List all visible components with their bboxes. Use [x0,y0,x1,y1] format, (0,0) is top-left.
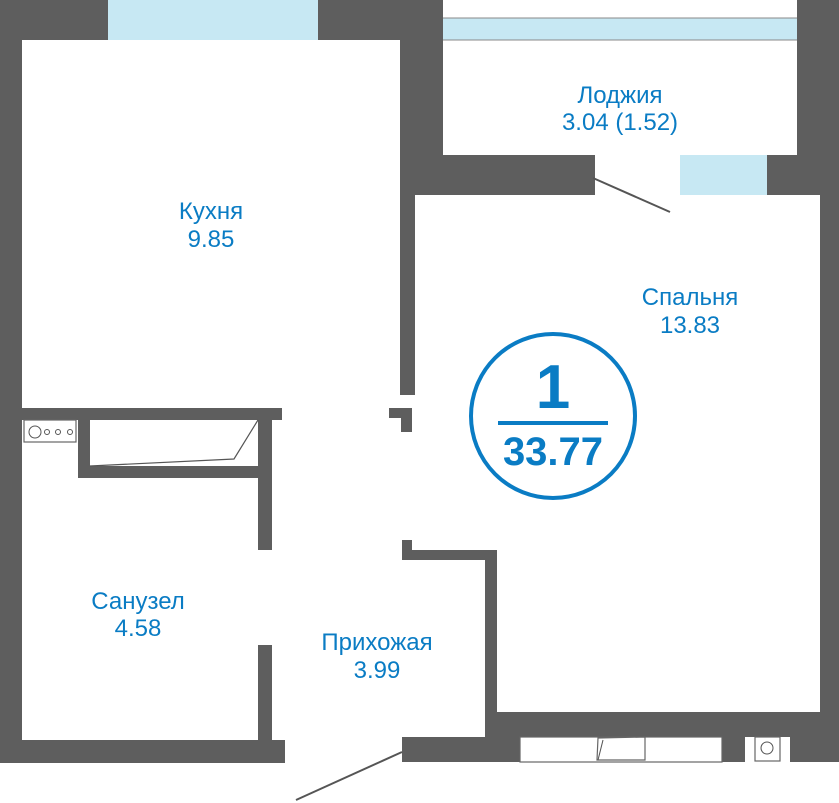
room-area: 13.83 [660,312,720,339]
rooms-count: 1 [536,353,570,422]
bathtub [89,419,259,467]
walls [0,0,839,763]
room-area: 3.04 (1.52) [562,109,678,136]
room-name: Прихожая [321,629,432,656]
shaft [754,736,781,762]
loggia-window [443,18,797,40]
room-kitchen: Кухня 9.85 [179,198,243,253]
room-hallway: Прихожая 3.99 [321,629,432,684]
room-area: 3.99 [354,657,401,684]
doors [295,177,671,801]
room-area: 9.85 [188,226,235,253]
room-name: Кухня [179,198,243,225]
room-name: Спальня [642,284,738,311]
room-bathroom: Санузел 4.58 [91,588,185,642]
fixtures [23,419,781,763]
room-name: Санузел [91,588,185,615]
room-loggia: Лоджия 3.04 (1.52) [562,82,678,136]
loggia-door [592,177,671,213]
bedroom-window [680,155,767,195]
windows [108,0,797,195]
apartment-badge: 1 33.77 [469,332,637,500]
boiler [23,419,77,443]
kitchen-window [108,0,318,40]
entrance-door [295,751,403,801]
room-area: 4.58 [115,615,162,642]
total-area: 33.77 [503,430,603,474]
room-name: Лоджия [577,82,662,109]
room-bedroom: Спальня 13.83 [642,284,738,339]
